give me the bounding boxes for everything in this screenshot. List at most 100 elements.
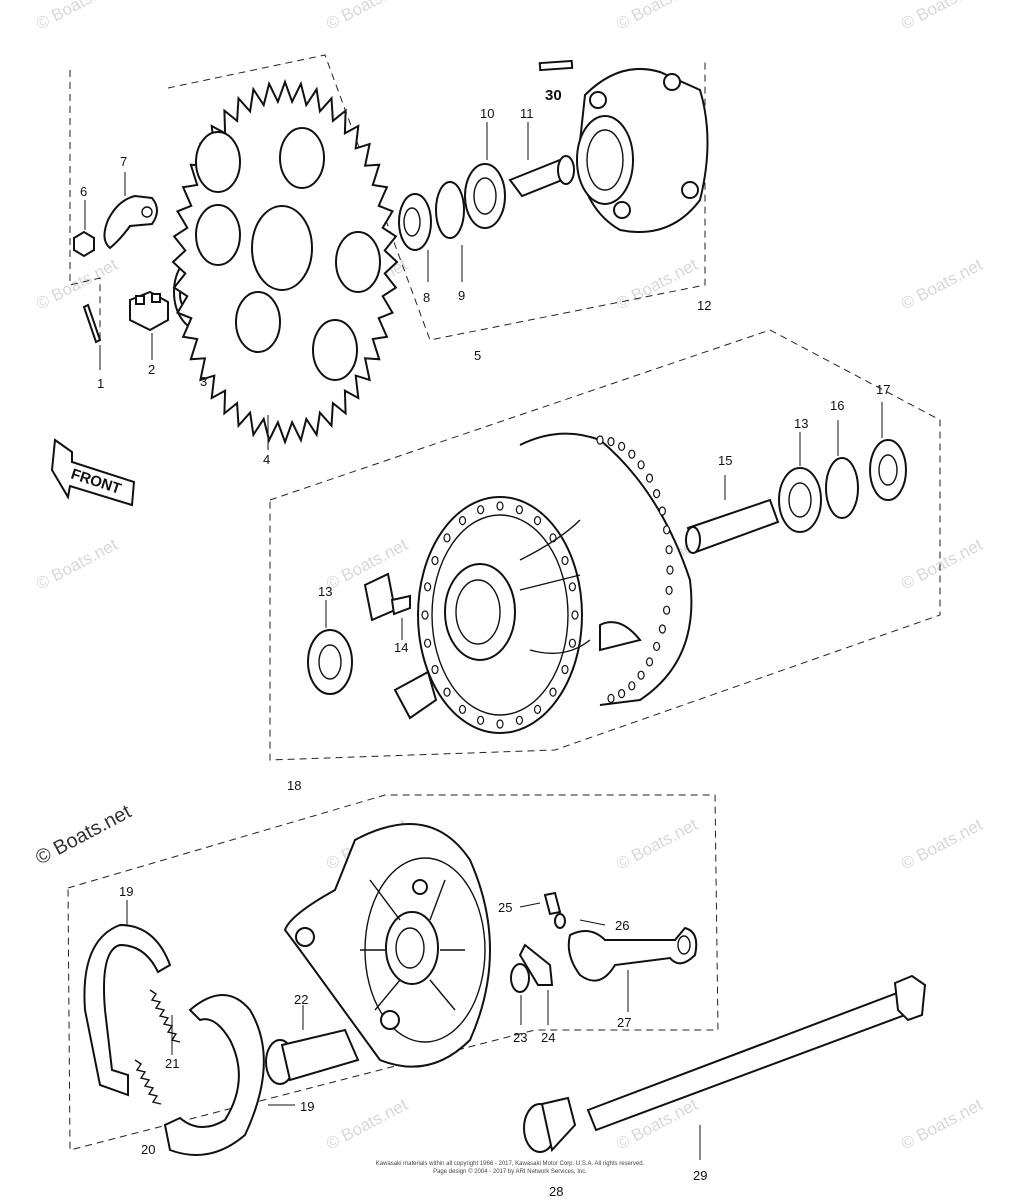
- lever-bolt: [519, 891, 566, 929]
- watermark: © Boats.net: [323, 1095, 411, 1154]
- spoke-hole: [458, 515, 467, 526]
- spoke-hole: [561, 664, 569, 675]
- spoke-hole: [645, 473, 654, 483]
- watermark: © Boats.net: [898, 255, 986, 314]
- brake-cam: [265, 1005, 360, 1085]
- brake-panel: [283, 823, 491, 1068]
- spoke-hole: [443, 533, 451, 543]
- spoke-hole: [424, 638, 432, 648]
- callout-20: 20: [141, 1142, 155, 1157]
- callout-27: 27: [617, 1015, 631, 1030]
- copyright-line-1: Kawasaki materials within all copyright …: [375, 1161, 645, 1167]
- watermark: © Boats.net: [898, 535, 986, 594]
- hub-oil-seal: [869, 402, 907, 501]
- stud-bolt: [538, 59, 574, 72]
- spoke-hole: [637, 670, 645, 680]
- spoke-hole: [662, 605, 671, 615]
- spoke-hole: [665, 585, 673, 595]
- callout-7: 7: [120, 154, 127, 169]
- spoke-hole: [652, 489, 661, 499]
- spoke-hole: [477, 715, 485, 725]
- callout-29: 29: [693, 1168, 707, 1183]
- spoke-hole: [662, 525, 671, 535]
- torque-link: [103, 172, 158, 250]
- watermark: © Boats.net: [898, 1095, 986, 1154]
- spoke-hole: [533, 515, 542, 526]
- spoke-hole: [628, 681, 636, 691]
- group-outline-sprocket-carrier: [167, 54, 706, 341]
- callouts: 1 2 3 4 5 6 7 8 9 10 11 12 30 13 16 17 1…: [80, 87, 890, 1199]
- brake-shoe-lower: [163, 994, 295, 1156]
- callout-6: 6: [80, 184, 87, 199]
- brake-cam-lever: [567, 919, 698, 1012]
- callout-16: 16: [830, 398, 844, 413]
- spoke-hole: [628, 449, 636, 459]
- callout-15: 15: [718, 453, 732, 468]
- spoke-hole: [617, 688, 626, 699]
- callout-19a: 19: [119, 884, 133, 899]
- watermark: © Boats.net: [898, 815, 986, 874]
- callout-14: 14: [394, 640, 408, 655]
- callout-17: 17: [876, 382, 890, 397]
- spoke-hole: [596, 435, 604, 445]
- castle-nut: [129, 290, 169, 360]
- group-outline-sprocket: [69, 70, 101, 340]
- right-ball-bearing: [778, 432, 822, 533]
- group-outline-brake: [67, 794, 719, 1151]
- group-outline-hub: [269, 329, 941, 761]
- spoke-hole: [431, 555, 439, 566]
- callout-24: 24: [541, 1030, 555, 1045]
- spoke-hole: [637, 460, 645, 470]
- circlip: [435, 181, 465, 282]
- callout-23: 23: [513, 1030, 527, 1045]
- spoke-hole: [443, 687, 451, 697]
- callout-12: 12: [697, 298, 711, 313]
- spoke-hole: [515, 715, 524, 725]
- front-arrow: FRONT: [50, 438, 136, 507]
- spoke-hole: [658, 624, 667, 634]
- callout-13b: 13: [318, 584, 332, 599]
- spoke-hole: [665, 545, 673, 555]
- callout-21: 21: [165, 1056, 179, 1071]
- axle-collar: [523, 1096, 577, 1153]
- spoke-hole: [607, 437, 615, 447]
- callout-5: 5: [474, 348, 481, 363]
- callout-19b: 19: [300, 1099, 314, 1114]
- callout-18: 18: [287, 778, 301, 793]
- group-outlines: [67, 54, 941, 1151]
- watermark-strong: © Boats.net: [32, 801, 135, 870]
- rear-sprocket: [171, 79, 399, 450]
- watermark: © Boats.net: [613, 815, 701, 874]
- spoke-hole: [549, 687, 557, 697]
- callout-13a: 13: [794, 416, 808, 431]
- spoke-hole: [652, 641, 661, 652]
- callout-25: 25: [498, 900, 512, 915]
- left-ball-bearing: [307, 600, 353, 695]
- callout-1: 1: [97, 376, 104, 391]
- watermark: © Boats.net: [33, 255, 121, 314]
- spoke-hole: [421, 610, 429, 620]
- callout-9: 9: [458, 288, 465, 303]
- callout-2: 2: [148, 362, 155, 377]
- wear-indicator: [518, 943, 554, 1025]
- spoke-hole: [496, 719, 504, 729]
- spoke-hole: [568, 582, 577, 592]
- callout-30: 30: [545, 87, 562, 104]
- hub-spacer: [685, 475, 780, 554]
- callout-28: 28: [549, 1184, 563, 1199]
- rear-hub: [417, 432, 693, 734]
- spoke-hole: [568, 638, 577, 648]
- watermark: © Boats.net: [613, 255, 701, 314]
- spoke-hole: [658, 506, 667, 516]
- spoke-hole: [617, 441, 626, 451]
- rear-axle: [586, 974, 927, 1160]
- watermark: © Boats.net: [613, 0, 701, 34]
- watermark: © Boats.net: [33, 535, 121, 594]
- hub-damper: [363, 572, 438, 720]
- callout-3: 3: [200, 374, 207, 389]
- sprocket-collar: [508, 122, 575, 198]
- nut: [73, 200, 95, 258]
- brake-shoe-upper: [83, 900, 172, 1097]
- callout-8: 8: [423, 290, 430, 305]
